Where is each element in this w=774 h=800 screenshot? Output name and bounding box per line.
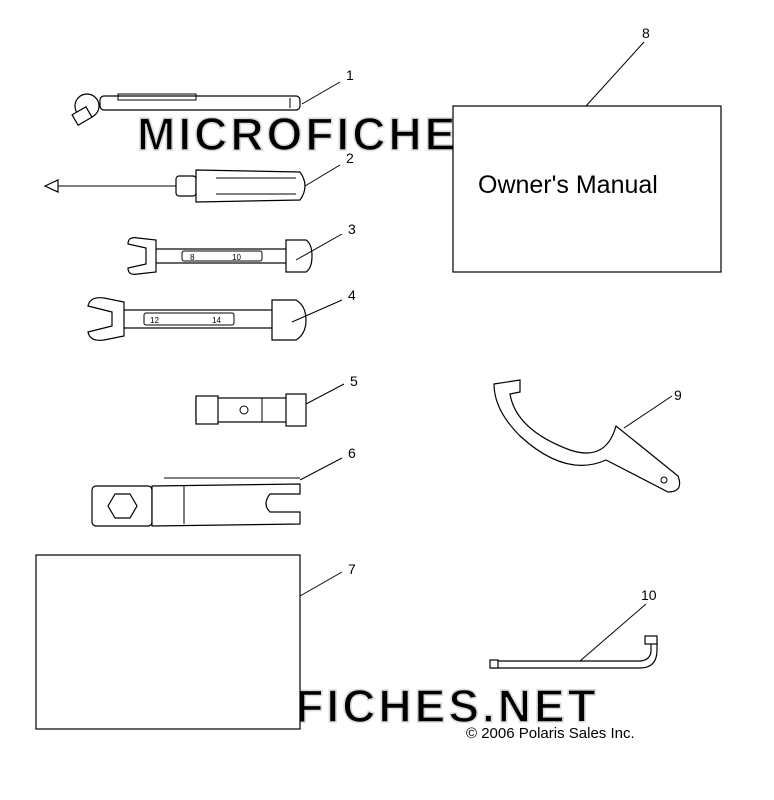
part-8-owners-manual bbox=[452, 105, 722, 273]
part-4-wrench-large: 12 14 bbox=[87, 297, 307, 341]
part-9-spanner-wrench bbox=[493, 379, 681, 493]
callout-6: 6 bbox=[348, 445, 356, 461]
part-1-tool-rod bbox=[71, 93, 301, 127]
leader-5 bbox=[305, 383, 345, 405]
leader-8 bbox=[585, 41, 645, 107]
wrench-small-size-2: 10 bbox=[232, 253, 241, 262]
callout-8: 8 bbox=[642, 25, 650, 41]
part-5-socket bbox=[195, 393, 307, 427]
callout-1: 1 bbox=[346, 67, 354, 83]
leader-1 bbox=[301, 81, 341, 105]
wrench-small-size-1: 8 bbox=[190, 253, 195, 262]
wrench-large-size-2: 14 bbox=[212, 316, 221, 325]
leader-9 bbox=[623, 395, 673, 429]
owners-manual-title: Owner's Manual bbox=[478, 171, 658, 199]
leader-4 bbox=[291, 299, 343, 323]
callout-4: 4 bbox=[348, 287, 356, 303]
leader-7 bbox=[299, 571, 343, 597]
leader-3 bbox=[295, 233, 343, 261]
leader-2 bbox=[304, 164, 341, 187]
part-10-hex-key bbox=[489, 635, 658, 669]
callout-3: 3 bbox=[348, 221, 356, 237]
callout-5: 5 bbox=[350, 373, 358, 389]
part-3-wrench-small: 8 10 bbox=[127, 237, 313, 275]
callout-10: 10 bbox=[641, 587, 657, 603]
part-2-screwdriver bbox=[43, 169, 306, 203]
wrench-large-size-1: 12 bbox=[150, 316, 159, 325]
part-6-handle bbox=[91, 477, 301, 527]
callout-7: 7 bbox=[348, 561, 356, 577]
leader-10 bbox=[579, 603, 647, 662]
callout-9: 9 bbox=[674, 387, 682, 403]
leader-6 bbox=[299, 457, 343, 481]
copyright-text: © 2006 Polaris Sales Inc. bbox=[466, 725, 635, 742]
part-7-document bbox=[35, 554, 301, 730]
callout-2: 2 bbox=[346, 150, 354, 166]
